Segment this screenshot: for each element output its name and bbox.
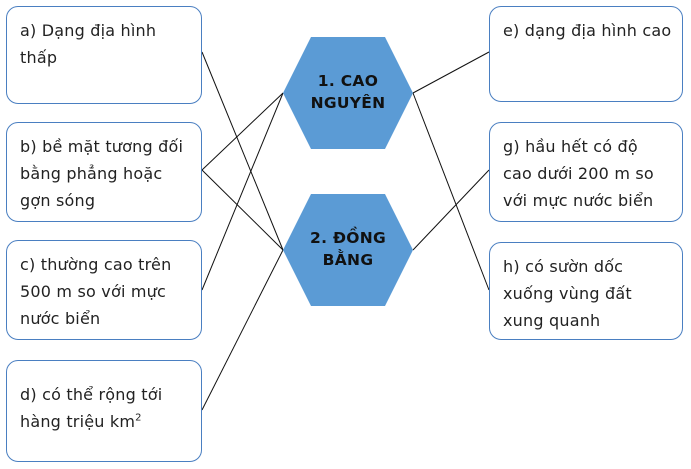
connector-c-cao-nguyen	[201, 92, 284, 291]
right-box-g: g) hầu hết có độ cao dưới 200 m so với m…	[489, 122, 683, 222]
left-box-d: d) có thể rộng tới hàng triệu km2	[6, 360, 202, 462]
right-box-e-text: e) dạng địa hình cao	[503, 21, 672, 40]
left-box-a-text: a) Dạng địa hình thấp	[20, 21, 157, 67]
left-box-b: b) bề mặt tương đối bằng phẳng hoặc gợn …	[6, 122, 202, 222]
connector-a-dong-bang	[201, 51, 284, 251]
left-box-c-text: c) thường cao trên 500 m so với mực nước…	[20, 255, 172, 328]
left-box-d-superscript: 2	[135, 412, 142, 424]
hexagon-dong-bang	[283, 194, 413, 306]
hexagon-cao-nguyen	[283, 37, 413, 149]
connector-cao-nguyen-e	[412, 51, 490, 94]
right-box-h-text: h) có sườn dốc xuống vùng đất xung quanh	[503, 257, 632, 330]
connector-b-dong-bang	[201, 169, 284, 251]
right-box-h: h) có sườn dốc xuống vùng đất xung quanh	[489, 242, 683, 340]
left-box-a: a) Dạng địa hình thấp	[6, 6, 202, 104]
connector-d-dong-bang	[201, 249, 284, 411]
center-label-dong-bang: 2. ĐỒNG BẰNG	[309, 229, 387, 269]
center-label-cao-nguyen: 1. CAO NGUYÊN	[310, 72, 386, 112]
connector-b-cao-nguyen	[201, 92, 284, 171]
connector-cao-nguyen-h	[412, 92, 490, 291]
right-box-e: e) dạng địa hình cao	[489, 6, 683, 102]
left-box-b-text: b) bề mặt tương đối bằng phẳng hoặc gợn …	[20, 137, 184, 210]
right-box-g-text: g) hầu hết có độ cao dưới 200 m so với m…	[503, 137, 654, 210]
left-box-c: c) thường cao trên 500 m so với mực nước…	[6, 240, 202, 340]
left-box-d-text: d) có thể rộng tới hàng triệu km	[20, 385, 163, 431]
connector-dong-bang-g	[412, 169, 490, 251]
